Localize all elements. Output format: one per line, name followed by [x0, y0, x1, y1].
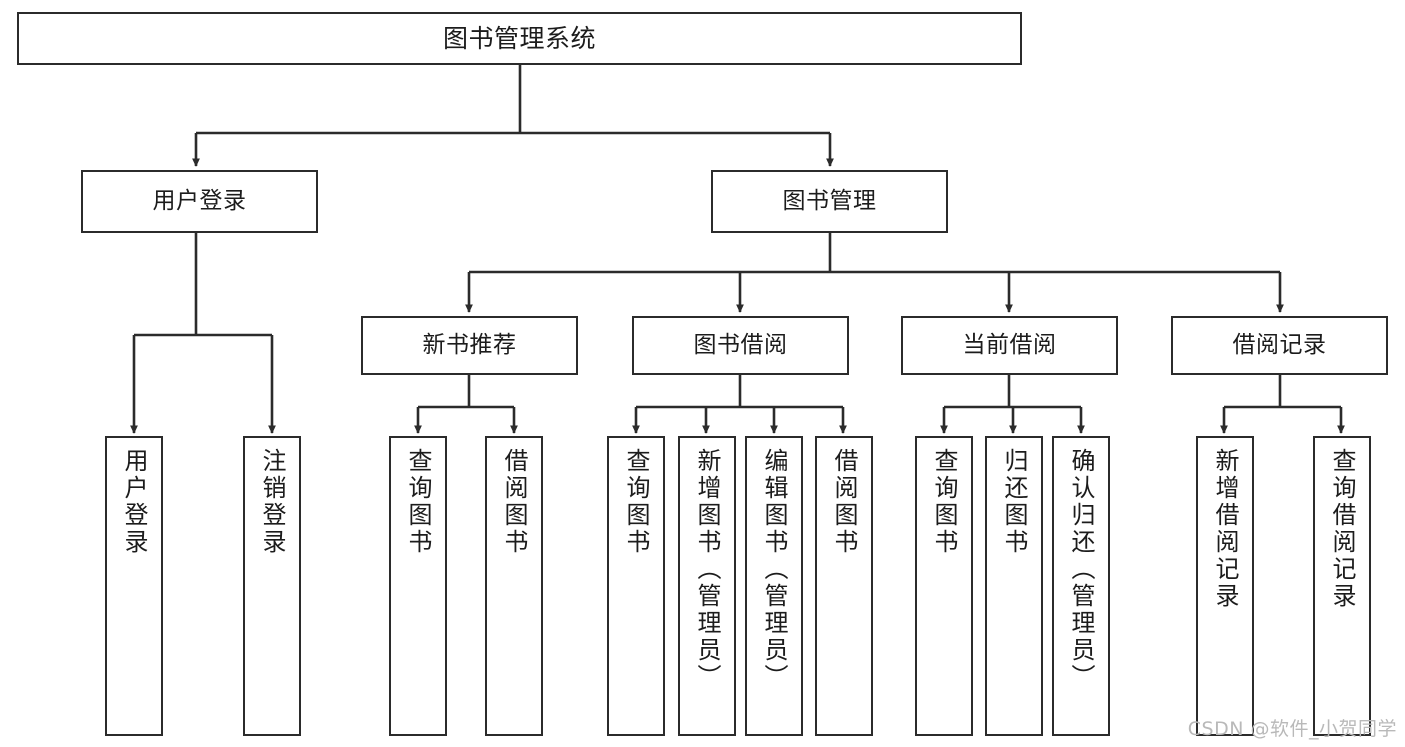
node-root-system[interactable]: 图书管理系统: [17, 12, 1022, 65]
leaf-book-borrow-query-book-label: 查询图书: [622, 448, 650, 556]
leaf-borrow-record-query-record[interactable]: 查询借阅记录: [1313, 436, 1371, 736]
leaf-current-borrow-confirm-return[interactable]: 确认归还（管理员）: [1052, 436, 1110, 736]
leaf-new-book-query-book[interactable]: 查询图书: [389, 436, 447, 736]
leaf-book-borrow-query-book[interactable]: 查询图书: [607, 436, 665, 736]
leaf-current-borrow-return-book-label: 归还图书: [1000, 448, 1028, 556]
leaf-current-borrow-return-book[interactable]: 归还图书: [985, 436, 1043, 736]
node-new-book-recommend[interactable]: 新书推荐: [361, 316, 578, 375]
node-book-borrow-label: 图书借阅: [693, 331, 788, 358]
leaf-user-login-logout-label: 注销登录: [258, 448, 286, 556]
leaf-book-borrow-add-book-label: 新增图书（管理员）: [693, 448, 721, 691]
node-new-book-recommend-label: 新书推荐: [422, 331, 517, 358]
leaf-user-login-login-label: 用户登录: [120, 448, 148, 556]
leaf-book-borrow-borrow-book[interactable]: 借阅图书: [815, 436, 873, 736]
leaf-book-borrow-add-book[interactable]: 新增图书（管理员）: [678, 436, 736, 736]
node-book-management[interactable]: 图书管理: [711, 170, 948, 233]
leaf-borrow-record-add-record[interactable]: 新增借阅记录: [1196, 436, 1254, 736]
node-current-borrow[interactable]: 当前借阅: [901, 316, 1118, 375]
leaf-current-borrow-query-book-label: 查询图书: [930, 448, 958, 556]
leaf-user-login-login[interactable]: 用户登录: [105, 436, 163, 736]
node-book-management-label: 图书管理: [782, 187, 877, 214]
node-user-login-label: 用户登录: [152, 187, 247, 214]
leaf-book-borrow-edit-book[interactable]: 编辑图书（管理员）: [745, 436, 803, 736]
leaf-new-book-query-book-label: 查询图书: [404, 448, 432, 556]
leaf-borrow-record-add-record-label: 新增借阅记录: [1211, 448, 1239, 610]
node-borrow-record-label: 借阅记录: [1232, 331, 1327, 358]
leaf-borrow-record-query-record-label: 查询借阅记录: [1328, 448, 1356, 610]
node-user-login[interactable]: 用户登录: [81, 170, 318, 233]
node-current-borrow-label: 当前借阅: [962, 331, 1057, 358]
node-borrow-record[interactable]: 借阅记录: [1171, 316, 1388, 375]
node-book-borrow[interactable]: 图书借阅: [632, 316, 849, 375]
leaf-current-borrow-confirm-return-label: 确认归还（管理员）: [1067, 448, 1095, 691]
node-root-system-label: 图书管理系统: [442, 23, 596, 53]
leaf-new-book-borrow-book[interactable]: 借阅图书: [485, 436, 543, 736]
leaf-current-borrow-query-book[interactable]: 查询图书: [915, 436, 973, 736]
leaf-user-login-logout[interactable]: 注销登录: [243, 436, 301, 736]
leaf-new-book-borrow-book-label: 借阅图书: [500, 448, 528, 556]
leaf-book-borrow-edit-book-label: 编辑图书（管理员）: [760, 448, 788, 691]
leaf-book-borrow-borrow-book-label: 借阅图书: [830, 448, 858, 556]
